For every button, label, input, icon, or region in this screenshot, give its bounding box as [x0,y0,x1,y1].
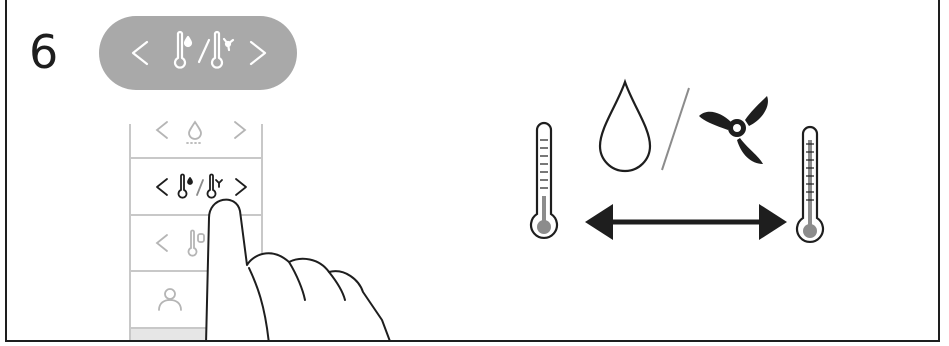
chevron-right-icon [235,122,245,138]
panel-row-seat-heat[interactable] [157,231,204,256]
thermometer-seat-icon [188,231,204,256]
thermometer-fan-icon [208,175,223,198]
panel-row-humidity[interactable] [157,122,245,143]
chevron-left-icon [157,235,167,251]
user-1-icon [159,289,181,310]
finger-icon [206,200,391,342]
thermometer-drop-icon [179,175,193,198]
water-drop-icon [600,82,650,171]
water-drop-level-icon [189,122,201,139]
panel-row-climate-mode[interactable] [157,175,246,198]
chevron-right-icon [236,179,246,195]
instruction-frame: 6 [5,0,940,342]
thermometer-low-icon [531,123,557,238]
thermometer-high-icon [797,127,823,242]
slash-icon [662,88,689,170]
chevron-left-icon [157,179,167,195]
fan-icon [699,96,768,164]
illustration-canvas [7,0,940,342]
slash-icon [197,180,203,195]
chevron-left-icon [157,122,167,138]
double-arrow-icon [585,204,787,240]
